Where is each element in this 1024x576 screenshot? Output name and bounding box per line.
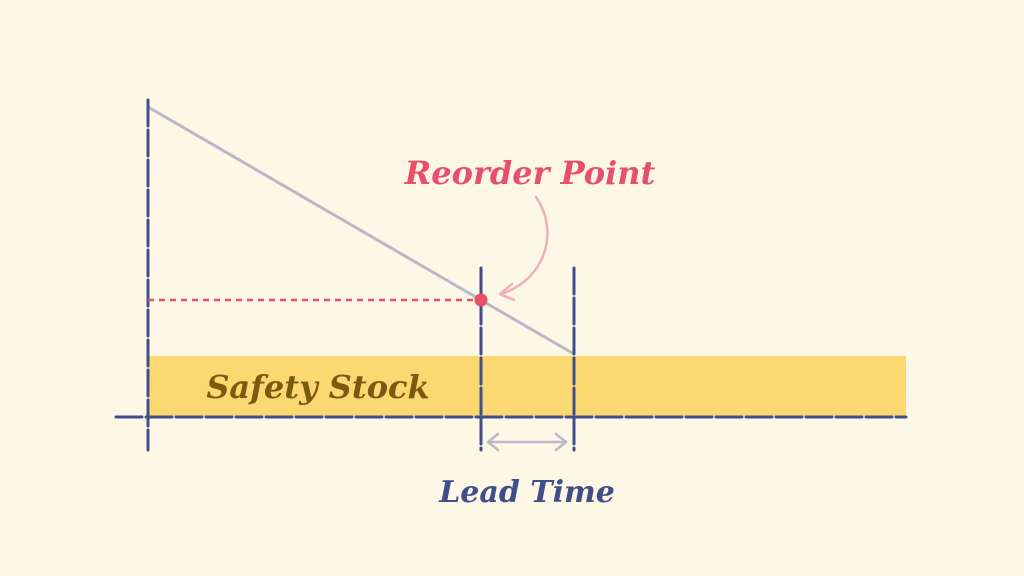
reorder-point-dot [474, 293, 488, 307]
safety-stock-band [148, 356, 906, 416]
lead-time-double-arrow-icon [486, 432, 568, 452]
safety-stock-label: Safety Stock [206, 368, 429, 406]
reorder-point-label: Reorder Point [404, 154, 656, 192]
reorder-pointer-arrow-icon [498, 195, 549, 302]
inventory-depletion-line [146, 105, 576, 356]
lead-time-label: Lead Time [438, 475, 615, 510]
